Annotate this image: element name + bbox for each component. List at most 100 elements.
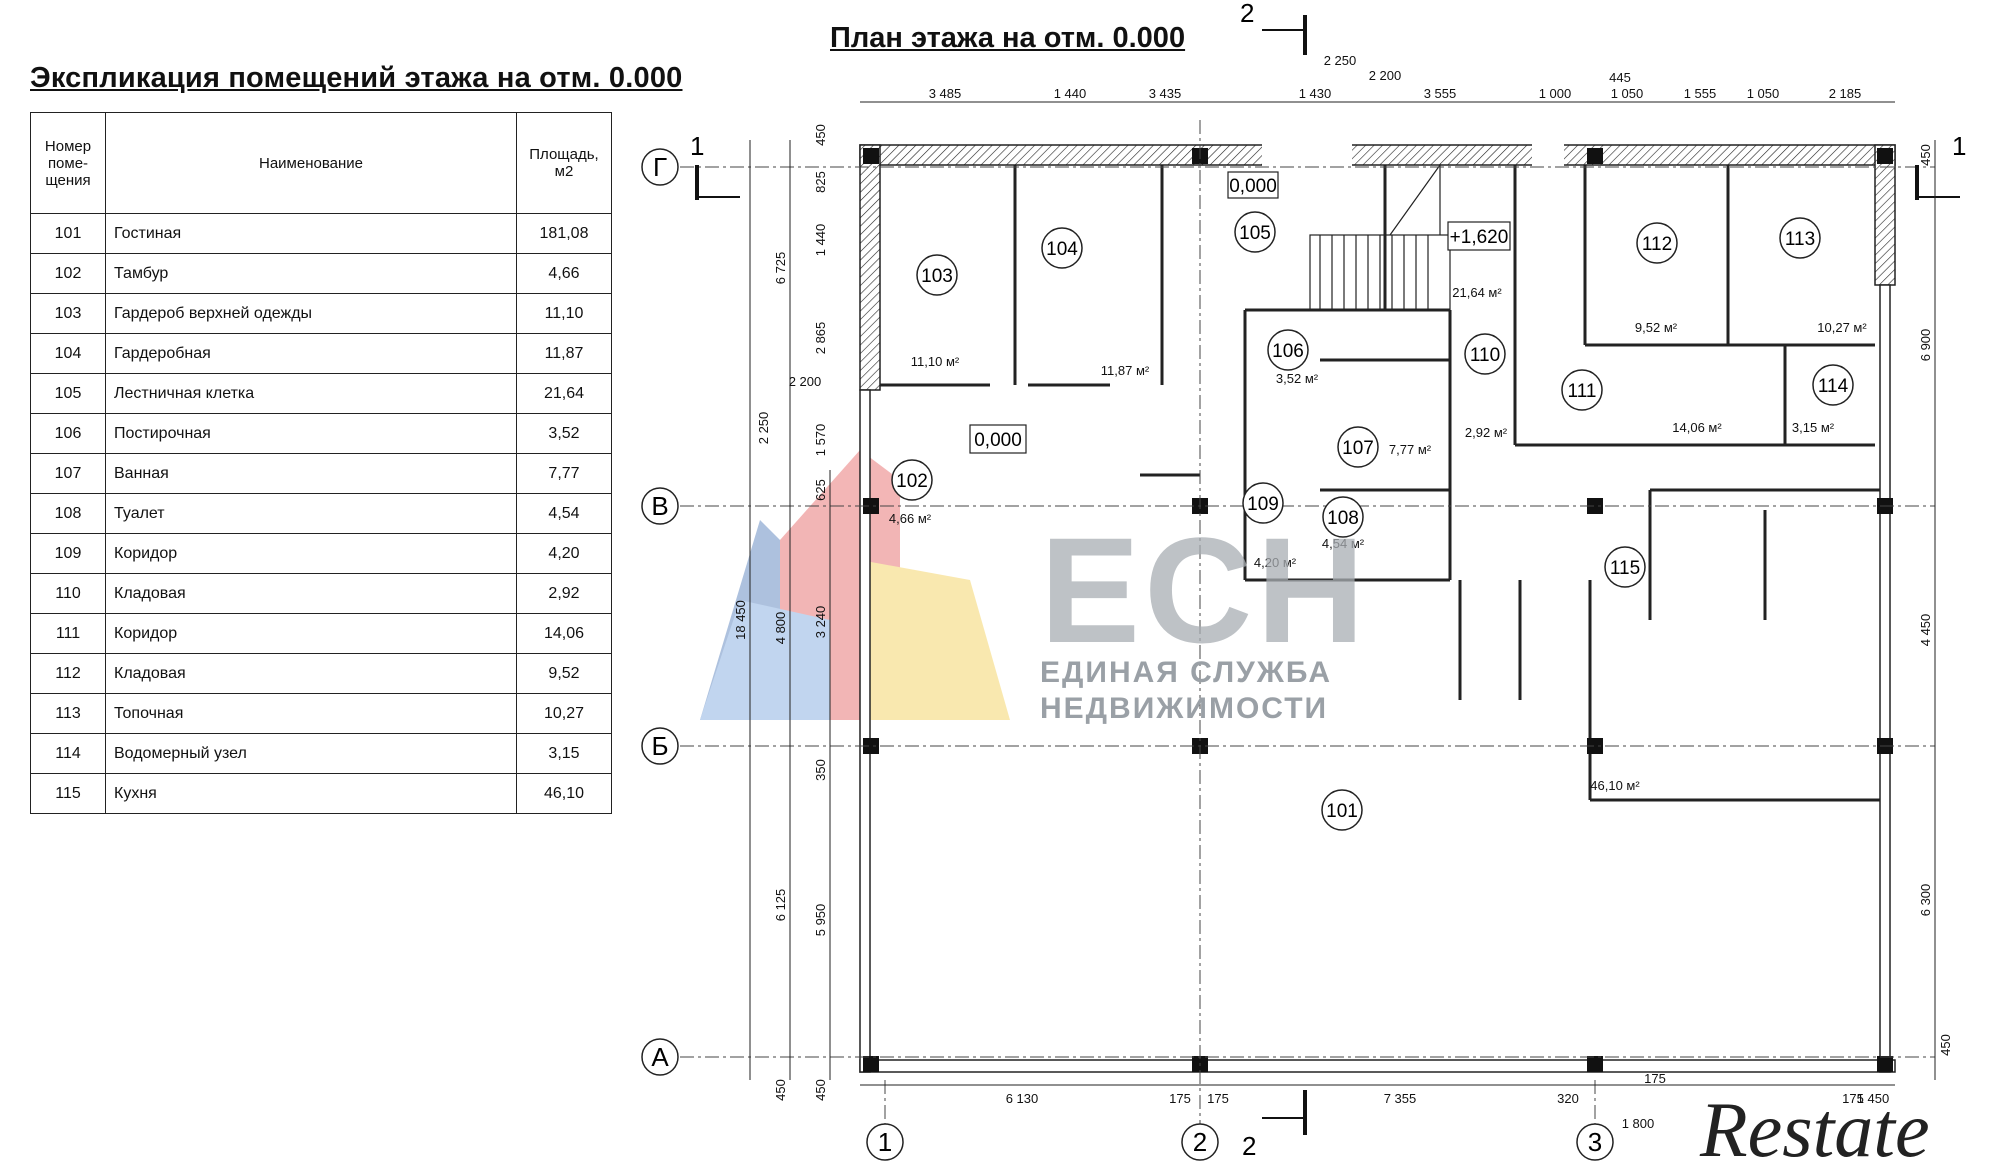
dim-top-8: 1 050 (1747, 86, 1780, 101)
cell-area: 7,77 (516, 453, 612, 494)
cell-area: 4,20 (516, 533, 612, 574)
dim-left-12: 350 (813, 759, 828, 781)
room-bubble-113 (1779, 217, 1821, 259)
dim-left-10: 4 800 (773, 612, 788, 645)
room-number-114: 114 (1818, 376, 1849, 397)
axis-label-v: В (651, 491, 668, 521)
dim-top-9: 2 185 (1829, 86, 1862, 101)
section-marks: 1 1 2 2 (690, 0, 1966, 1161)
area-106: 3,52 м² (1276, 371, 1319, 386)
dim-bottom-1: 175 (1169, 1091, 1191, 1106)
axis-label-1: 1 (878, 1127, 892, 1157)
area-115: 46,10 м² (1590, 778, 1640, 793)
dim-left-14: 6 125 (773, 889, 788, 922)
room-number-102: 102 (896, 471, 928, 492)
dim-top-2: 3 435 (1149, 86, 1182, 101)
cell-num: 106 (30, 413, 106, 454)
plan-title: План этажа на отм. 0.000 (830, 22, 1186, 54)
room-bubble-107 (1337, 426, 1379, 468)
cell-num: 105 (30, 373, 106, 414)
dim-top-11: 2 200 (1369, 68, 1402, 83)
cell-name: Коридор (105, 533, 517, 574)
cell-area: 11,10 (516, 293, 612, 334)
room-bubble-109 (1242, 482, 1284, 524)
room-number-104: 104 (1046, 239, 1078, 260)
room-bubble-103 (916, 254, 958, 296)
axis-label-b: Б (651, 731, 668, 761)
header-num: Номер поме- щения (30, 112, 106, 214)
cell-name: Кладовая (105, 653, 517, 694)
dim-left-9: 18 450 (733, 600, 748, 640)
dim-left-1: 825 (813, 171, 828, 193)
dim-left-2: 1 440 (813, 224, 828, 257)
dimension-texts-vertical: 450 825 1 440 6 725 2 865 1 570 2 250 2 … (733, 124, 1953, 1101)
dim-top-5: 1 000 (1539, 86, 1572, 101)
dimension-texts: 3 485 1 440 3 435 1 430 3 555 1 000 1 05… (929, 53, 1890, 1131)
area-110: 2,92 м² (1465, 425, 1508, 440)
axis-label-3: 3 (1588, 1127, 1602, 1157)
axis-bubble-1 (866, 1123, 904, 1161)
room-bubble-101 (1321, 789, 1363, 831)
room-number-109: 109 (1247, 494, 1279, 515)
room-bubble-108 (1322, 496, 1364, 538)
cell-num: 104 (30, 333, 106, 374)
area-104: 11,87 м² (1101, 363, 1150, 378)
cell-name: Кладовая (105, 573, 517, 614)
dim-left-8: 625 (813, 479, 828, 501)
level-mark-101: 0,000 (974, 430, 1022, 451)
dim-top-7: 1 555 (1684, 86, 1717, 101)
cell-area: 14,06 (516, 613, 612, 654)
area-109: 4,20 м² (1254, 555, 1297, 570)
area-108: 4,54 м² (1322, 536, 1365, 551)
explication-table: Номер поме- щения Наименование Площадь, … (30, 112, 612, 814)
level-mark-105: 0,000 (1229, 176, 1277, 197)
dim-top-1: 1 440 (1054, 86, 1087, 101)
cell-name: Лестничная клетка (105, 373, 517, 414)
dim-top-3: 1 430 (1299, 86, 1332, 101)
cell-num: 110 (30, 573, 106, 614)
stairs (1309, 163, 1451, 311)
section-mark-1-right: 1 (1952, 131, 1966, 161)
cell-num: 101 (30, 213, 106, 254)
room-bubble-104 (1041, 227, 1083, 269)
header-name: Наименование (105, 112, 517, 214)
cell-num: 103 (30, 293, 106, 334)
cell-area: 11,87 (516, 333, 612, 374)
cell-name: Гардероб верхней одежды (105, 293, 517, 334)
cell-name: Гостиная (105, 213, 517, 254)
room-bubble-105 (1234, 211, 1276, 253)
axis-label-2: 2 (1193, 1127, 1207, 1157)
room-number-106: 106 (1272, 341, 1304, 362)
room-number-108: 108 (1327, 508, 1359, 529)
section-mark-2-top: 2 (1240, 0, 1254, 28)
dim-top-12: 445 (1609, 70, 1631, 85)
level-marks: 0,000 0,000 +1,620 (969, 171, 1511, 454)
dim-bottom-8: 175 (1842, 1091, 1864, 1106)
axis-gridlines (680, 120, 1935, 1125)
room-number-113: 113 (1785, 229, 1815, 250)
esn-watermark-line1: ЕДИНАЯ СЛУЖБА (1040, 656, 1333, 689)
room-number-107: 107 (1342, 438, 1374, 459)
cell-area: 10,27 (516, 693, 612, 734)
dim-left-6: 2 250 (756, 412, 771, 445)
dim-right-4: 450 (1938, 1034, 1953, 1056)
dimension-lines (749, 101, 1936, 1086)
esn-watermark-caption: ЕДИНАЯ СЛУЖБА НЕДВИЖИМОСТИ (1040, 655, 1332, 727)
dim-bottom-4: 320 (1557, 1091, 1579, 1106)
exterior-walls (859, 140, 1896, 1073)
axis-col-bubbles: 1 2 3 (866, 1123, 1614, 1161)
dim-bottom-5: 1 800 (1622, 1116, 1655, 1131)
room-number-103: 103 (921, 266, 953, 287)
dim-left-4: 2 865 (813, 322, 828, 355)
axis-bubble-b (641, 727, 679, 765)
dim-left-7: 2 200 (789, 374, 822, 389)
